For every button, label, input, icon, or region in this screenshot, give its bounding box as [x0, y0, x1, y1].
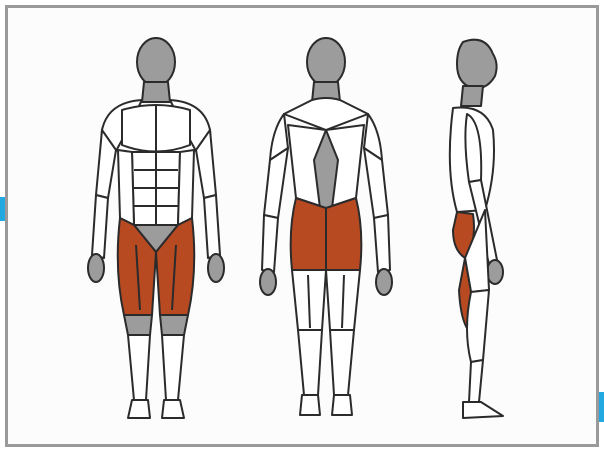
anatomy-diagram-frame — [5, 5, 599, 447]
front-neck — [142, 82, 170, 102]
side-view-figure — [423, 30, 543, 430]
front-left-shin — [128, 335, 150, 400]
front-left-hand — [88, 254, 104, 282]
back-right-hand — [376, 269, 392, 295]
front-left-forearm — [92, 195, 108, 258]
back-right-gluteus — [326, 198, 361, 275]
front-right-forearm — [204, 195, 220, 258]
back-left-upper-arm — [264, 148, 288, 218]
back-left-calf — [298, 330, 322, 395]
front-right-shin — [162, 335, 184, 400]
back-left-hand — [260, 269, 276, 295]
body-side-icon — [423, 30, 543, 430]
front-left-foot — [128, 400, 150, 418]
back-right-calf — [330, 330, 354, 395]
side-foot — [463, 402, 503, 418]
front-right-knee — [160, 315, 188, 335]
front-left-knee — [124, 315, 152, 335]
front-left-oblique — [118, 150, 134, 225]
back-left-gluteus — [291, 198, 326, 275]
front-right-oblique — [178, 150, 194, 225]
back-right-forearm — [374, 215, 390, 272]
back-right-foot — [332, 395, 352, 415]
back-view-figure — [248, 30, 408, 430]
side-head — [457, 40, 497, 89]
front-head — [137, 38, 175, 86]
side-neck — [461, 86, 483, 106]
back-left-foot — [300, 395, 320, 415]
front-right-hand — [208, 254, 224, 282]
body-back-icon — [248, 30, 408, 430]
side-calf — [469, 360, 483, 402]
back-head — [307, 38, 345, 86]
side-shin — [467, 290, 489, 362]
front-view-figure — [78, 30, 238, 430]
body-front-icon — [78, 30, 238, 430]
back-right-upper-arm — [364, 148, 388, 218]
back-left-forearm — [262, 215, 278, 272]
front-right-foot — [162, 400, 184, 418]
